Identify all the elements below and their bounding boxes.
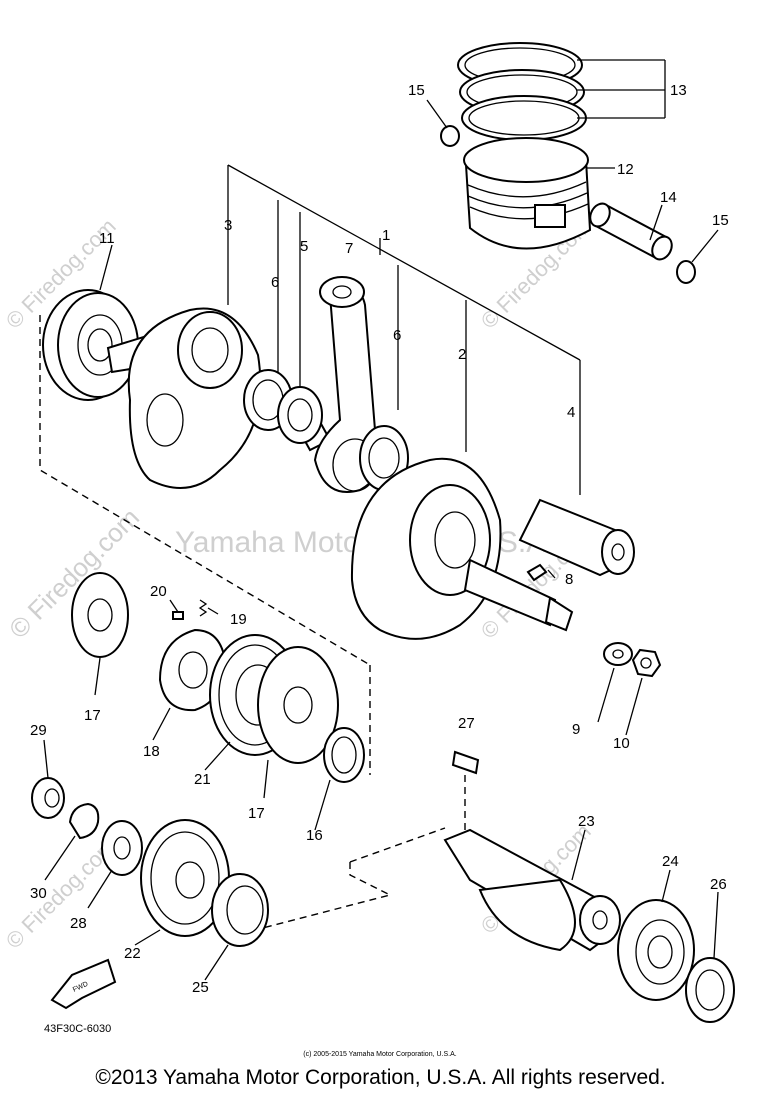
bearing-24 bbox=[617, 899, 695, 1001]
callout-21: 21 bbox=[194, 771, 211, 788]
balancer-shaft-23 bbox=[443, 828, 621, 952]
callout-numbers: 1 2 3 4 5 6 6 7 8 9 10 11 12 13 14 15 15… bbox=[30, 82, 729, 996]
callout-8: 8 bbox=[565, 571, 573, 588]
callout-6a: 6 bbox=[271, 274, 279, 291]
callout-16: 16 bbox=[306, 827, 323, 844]
crank-pin bbox=[518, 498, 635, 577]
callout-12: 12 bbox=[617, 161, 634, 178]
callout-1: 1 bbox=[382, 227, 390, 244]
fwd-arrow: FWD bbox=[50, 958, 117, 1010]
leader-lines bbox=[43, 59, 719, 981]
callout-18: 18 bbox=[143, 743, 160, 760]
piston-pin bbox=[589, 202, 673, 261]
callout-28: 28 bbox=[70, 915, 87, 932]
piston-clip-left bbox=[440, 125, 460, 147]
reference-lines-crank bbox=[227, 164, 581, 495]
washer-28 bbox=[101, 820, 143, 876]
callout-17b: 17 bbox=[248, 805, 265, 822]
lock-washer-30 bbox=[68, 802, 100, 840]
crank-web-left bbox=[127, 307, 262, 489]
callout-19: 19 bbox=[230, 611, 247, 628]
oil-seal-26 bbox=[685, 957, 735, 1023]
callout-15a: 15 bbox=[408, 82, 425, 99]
callout-26: 26 bbox=[710, 876, 727, 893]
callout-27: 27 bbox=[458, 715, 475, 732]
woodruff-key bbox=[526, 563, 548, 582]
diagram-code: 43F30C-6030 bbox=[44, 1023, 111, 1035]
piston-clip-right bbox=[676, 260, 696, 284]
washer-16 bbox=[323, 727, 365, 783]
callout-13: 13 bbox=[670, 82, 687, 99]
callout-3: 3 bbox=[224, 217, 232, 234]
gear-plate-18 bbox=[158, 628, 227, 712]
spring-19 bbox=[198, 599, 208, 617]
callout-23: 23 bbox=[578, 813, 595, 830]
callout-6b: 6 bbox=[393, 327, 401, 344]
assembly-lines bbox=[39, 315, 466, 931]
callout-29: 29 bbox=[30, 722, 47, 739]
needle-bearing bbox=[277, 386, 332, 452]
copyright-footer: ©2013 Yamaha Motor Corporation, U.S.A. A… bbox=[95, 1066, 666, 1089]
bearing-29 bbox=[31, 777, 65, 819]
pin-20 bbox=[172, 611, 184, 620]
callout-20: 20 bbox=[150, 583, 167, 600]
piston-rings bbox=[457, 42, 587, 141]
washer-9 bbox=[603, 642, 633, 666]
plate-17-left bbox=[71, 572, 129, 658]
callout-15b: 15 bbox=[712, 212, 729, 229]
callout-17a: 17 bbox=[84, 707, 101, 724]
callout-30: 30 bbox=[30, 885, 47, 902]
callout-25: 25 bbox=[192, 979, 209, 996]
key-27 bbox=[451, 750, 480, 775]
bearing-25 bbox=[211, 873, 269, 947]
callout-11: 11 bbox=[99, 230, 115, 247]
plate-17-right bbox=[257, 646, 339, 764]
callout-24: 24 bbox=[662, 853, 679, 870]
callout-4: 4 bbox=[567, 404, 575, 421]
callout-5: 5 bbox=[300, 238, 308, 255]
callout-22: 22 bbox=[124, 945, 141, 962]
nut-10 bbox=[631, 648, 662, 678]
crank-shaft-right bbox=[463, 558, 574, 632]
callout-9: 9 bbox=[572, 721, 580, 738]
callout-2: 2 bbox=[458, 346, 466, 363]
piston bbox=[463, 137, 592, 250]
small-copyright: (c) 2005-2015 Yamaha Motor Corporation, … bbox=[303, 1051, 456, 1058]
callout-14: 14 bbox=[660, 189, 677, 206]
callout-7: 7 bbox=[345, 240, 353, 257]
callout-10: 10 bbox=[613, 735, 630, 752]
